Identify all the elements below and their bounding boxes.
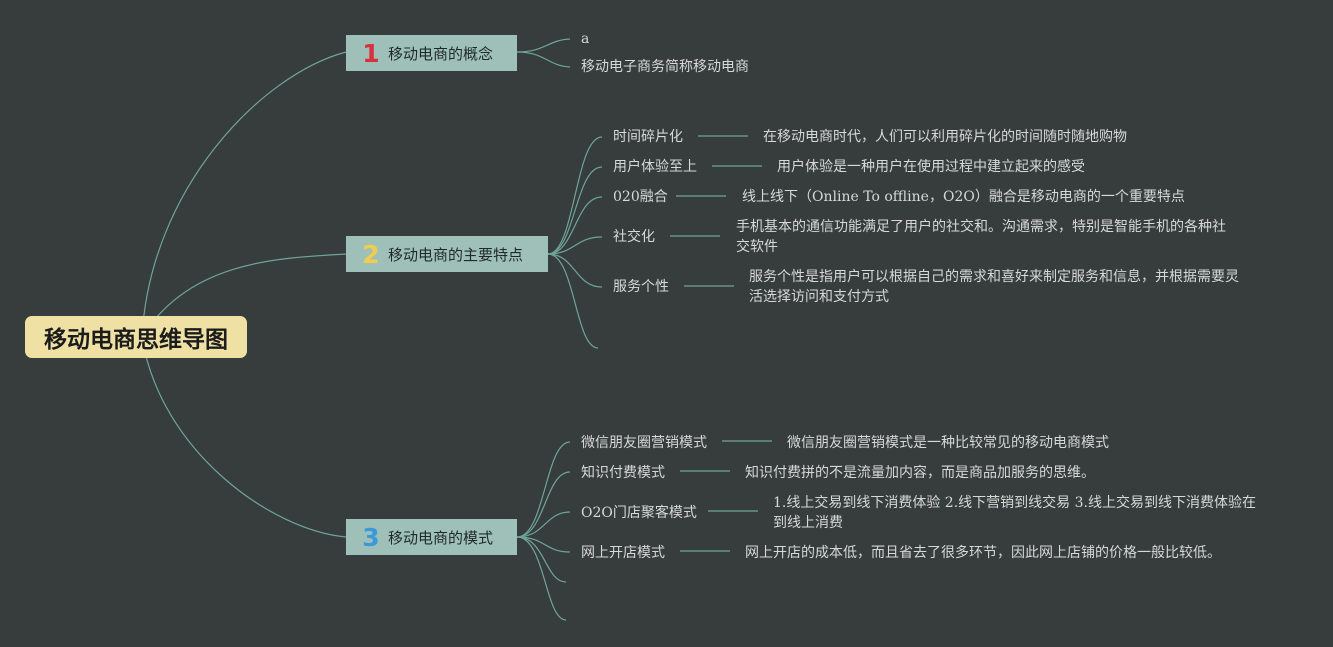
topic-b3-3[interactable]: O2O门店聚客模式 [581, 505, 697, 521]
edge-b3-child-5 [516, 536, 567, 583]
detail-b2-2[interactable]: 用户体验是一种用户在使用过程中建立起来的感受 [777, 159, 1085, 175]
detail-b2-1[interactable]: 在移动电商时代，人们可以利用碎片化的时间随时随地购物 [763, 129, 1127, 145]
edge-b2-child-3 [547, 196, 603, 255]
branch-label-2: 移动电商的主要特点 [388, 245, 524, 264]
edge-b2-child-6 [547, 253, 599, 349]
topic-b2-3[interactable]: 020融合 [613, 189, 668, 205]
number-badge-2: 2 [362, 239, 380, 269]
number-badge-3: 3 [362, 522, 380, 552]
detail-b2-3[interactable]: 线上线下（Online To offline，O2O）融合是移动电商的一个重要特… [742, 189, 1185, 205]
edge-b1-child-1 [516, 38, 571, 53]
edge-root-branch-3 [141, 336, 347, 538]
edge-b3-child-1 [516, 441, 571, 538]
detail-b2-5[interactable]: 服务个性是指用户可以根据自己的需求和喜好来制定服务和信息，并根据需要灵活选择访问… [749, 269, 1239, 305]
edge-b1-child-2 [516, 51, 571, 68]
detail-b3-2[interactable]: 知识付费拼的不是流量加内容，而是商品加服务的思维。 [745, 465, 1095, 481]
detail-b3-3[interactable]: 1.线上交易到线下消费体验 2.线下营销到线交易 3.线上交易到线下消费体验在到… [773, 495, 1256, 531]
topic-b3-4[interactable]: 网上开店模式 [581, 545, 665, 561]
edge-root-branch-2 [141, 253, 347, 338]
edge-b3-child-6 [516, 536, 567, 621]
topic-b3-1[interactable]: 微信朋友圈营销模式 [581, 435, 707, 451]
branch-node-2[interactable]: 2 移动电商的主要特点 [346, 236, 548, 272]
edge-b2-child-2 [547, 166, 603, 255]
branch-node-1[interactable]: 1 移动电商的概念 [346, 35, 517, 71]
root-label: 移动电商思维导图 [44, 327, 228, 353]
edge-b3-child-3 [516, 511, 571, 538]
detail-b3-4[interactable]: 网上开店的成本低，而且省去了很多环节，因此网上店铺的价格一般比较低。 [745, 545, 1221, 561]
edge-b2-child-5 [547, 253, 603, 288]
topic-b2-5[interactable]: 服务个性 [613, 279, 669, 295]
topic-b3-2[interactable]: 知识付费模式 [581, 465, 665, 481]
edge-b2-child-4 [547, 236, 603, 255]
detail-b3-1[interactable]: 微信朋友圈营销模式是一种比较常见的移动电商模式 [787, 435, 1109, 451]
edge-root-branch-1 [141, 51, 347, 338]
topic-b2-4[interactable]: 社交化 [613, 229, 655, 245]
topic-b1-1[interactable]: a [581, 31, 590, 47]
edge-b3-child-2 [516, 471, 571, 538]
root-node[interactable]: 移动电商思维导图 [25, 316, 247, 358]
edge-b3-child-4 [516, 536, 571, 553]
detail-b2-4[interactable]: 手机基本的通信功能满足了用户的社交和。沟通需求，特别是智能手机的各种社交软件 [736, 219, 1226, 255]
branch-node-3[interactable]: 3 移动电商的模式 [346, 519, 517, 555]
branch-label-1: 移动电商的概念 [388, 44, 494, 63]
number-badge-1: 1 [362, 38, 380, 68]
edge-b2-child-1 [547, 136, 603, 255]
topic-b2-2[interactable]: 用户体验至上 [613, 159, 697, 175]
topic-b1-2[interactable]: 移动电子商务简称移动电商 [581, 59, 749, 75]
topic-b2-1[interactable]: 时间碎片化 [613, 129, 683, 145]
branch-label-3: 移动电商的模式 [388, 528, 494, 547]
